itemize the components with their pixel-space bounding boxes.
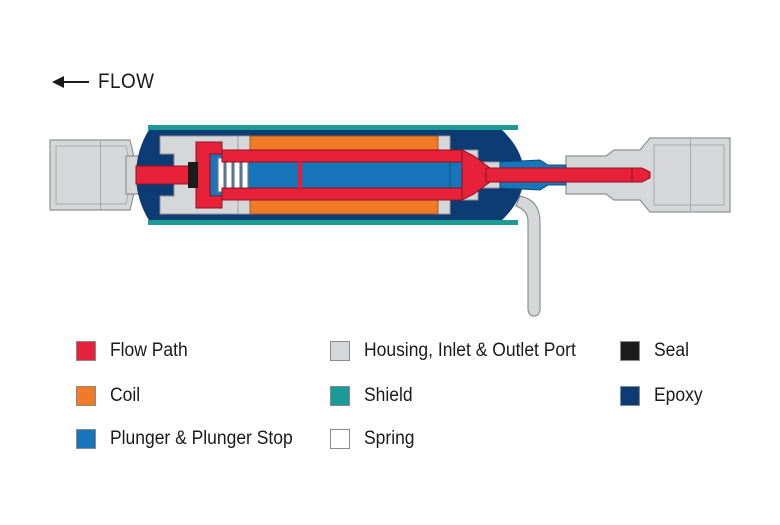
shield-bottom: [148, 220, 518, 225]
shield-top: [148, 125, 518, 130]
flow-path: [135, 141, 651, 209]
bent-tube: [515, 195, 541, 317]
flow-indicator: FLOW: [52, 70, 161, 94]
flow-label: FLOW: [98, 70, 155, 93]
left-arrow-icon: [52, 76, 89, 88]
seal: [188, 162, 198, 188]
